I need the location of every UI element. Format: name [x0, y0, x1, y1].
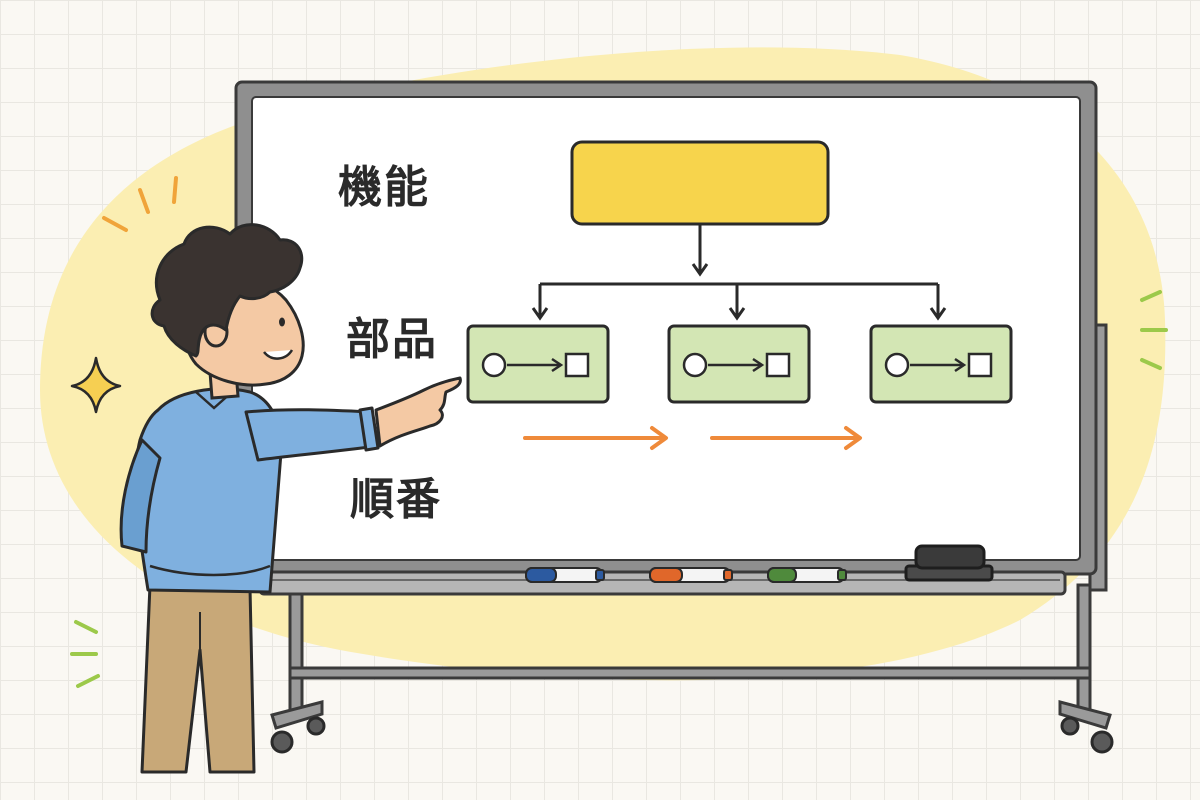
tree-connectors	[531, 224, 947, 321]
order-arrows	[523, 426, 862, 450]
stand-left-leg	[288, 583, 304, 717]
stand-wheels	[270, 716, 1114, 754]
part-input-circle	[884, 352, 910, 378]
person-hair	[150, 223, 304, 358]
wheel-left-back	[306, 716, 326, 736]
person-smile	[263, 349, 294, 360]
function-box	[570, 140, 830, 226]
wheel-left	[270, 730, 294, 754]
part-output-square	[967, 352, 993, 378]
eraser	[904, 544, 994, 582]
stand-left-foot	[270, 700, 324, 730]
person-eye	[279, 317, 285, 327]
part-box-1	[466, 324, 610, 404]
wheel-right	[1090, 730, 1114, 754]
part-output-square	[564, 352, 590, 378]
star-sparkle	[70, 356, 122, 414]
person-pants	[140, 583, 256, 774]
person-back-arm	[119, 438, 162, 554]
sparkle-lines-left	[102, 176, 178, 232]
blue-marker	[525, 567, 605, 583]
label-order: 順番	[350, 474, 442, 525]
part-box-2	[667, 324, 811, 404]
shirt-hem	[149, 564, 271, 577]
part-input-circle	[481, 352, 507, 378]
part-output-square	[765, 352, 791, 378]
label-parts: 部品	[346, 314, 438, 365]
stand-right-foot	[1058, 700, 1112, 730]
shirt-cuff	[358, 406, 380, 452]
person-hand	[374, 376, 462, 448]
green-marker	[767, 567, 847, 583]
accent-lines-left	[70, 620, 100, 688]
order-arrow-2	[710, 426, 862, 450]
stand-crossbar	[288, 666, 1092, 680]
label-function: 機能	[338, 162, 430, 213]
accent-lines-right	[1140, 290, 1168, 370]
orange-marker	[649, 567, 733, 583]
part-input-circle	[682, 352, 708, 378]
part-box-3	[869, 324, 1013, 404]
wheel-right-back	[1060, 716, 1080, 736]
order-arrow-1	[523, 426, 668, 450]
stand-right-leg	[1076, 583, 1092, 717]
person	[119, 223, 462, 774]
board-stand	[270, 583, 1112, 730]
